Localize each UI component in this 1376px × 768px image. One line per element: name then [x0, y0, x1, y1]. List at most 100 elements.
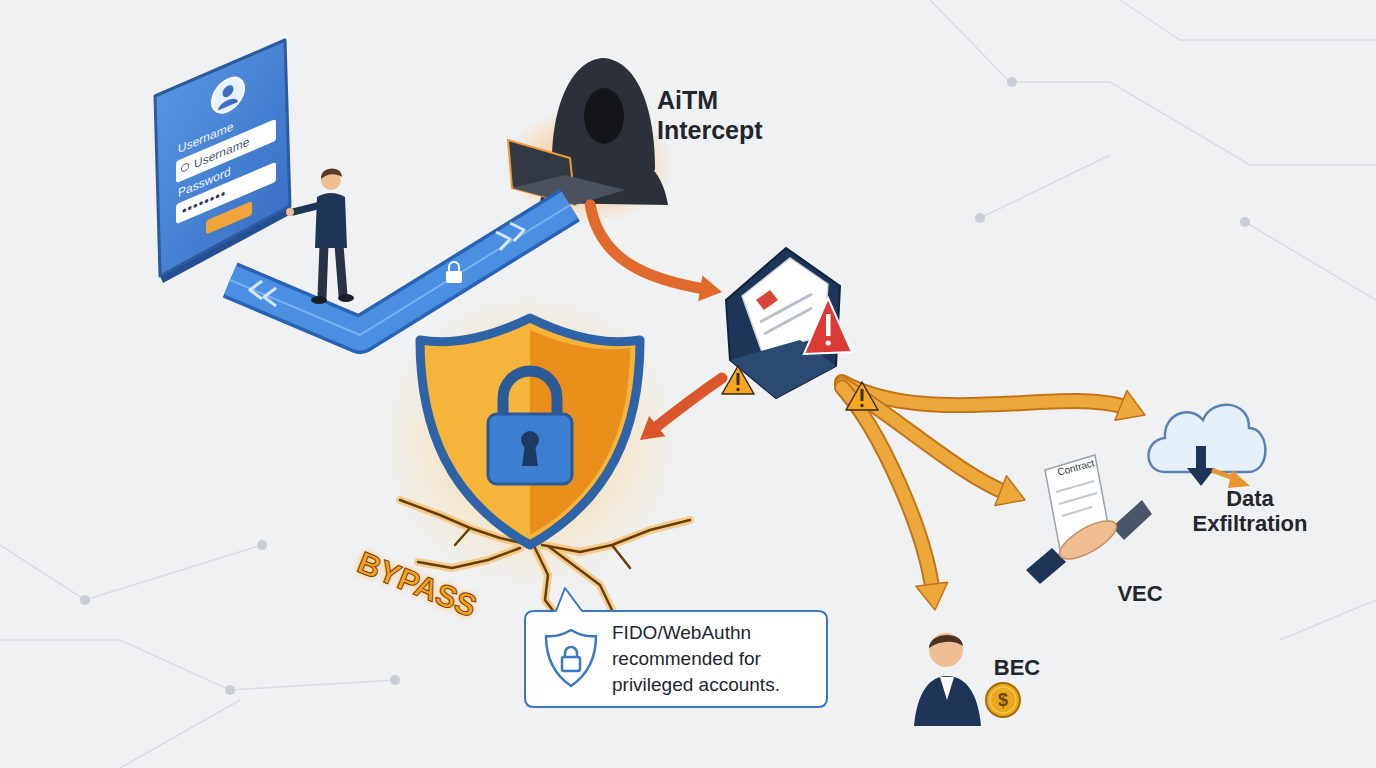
coin-rim [990, 687, 1016, 713]
circuit-dot [975, 213, 985, 223]
arrow-head [995, 476, 1025, 506]
arrow-head [698, 276, 722, 302]
lock-shackle [449, 262, 459, 272]
connector-outline [842, 387, 933, 592]
shield-glow [380, 290, 680, 590]
shield-body [420, 318, 640, 545]
coin [986, 683, 1020, 717]
connector [640, 378, 722, 440]
circuit-line [120, 700, 240, 768]
crack-line [612, 545, 630, 568]
arrow-head [640, 416, 665, 440]
user-figure [286, 169, 354, 304]
circuit-dot [257, 540, 267, 550]
lock-body [562, 657, 580, 671]
attacker-node: AiTM Intercept [505, 55, 795, 205]
outcome-label: Data Exfiltration [1175, 486, 1325, 536]
warning-mark [737, 373, 740, 385]
alert-mark [826, 314, 831, 336]
download-head [1187, 468, 1215, 486]
circuit-dots [80, 77, 1250, 695]
panel-face [155, 40, 290, 276]
circuit-line [1245, 222, 1376, 300]
laptop-base [512, 175, 625, 205]
chevron [510, 223, 524, 241]
circuit-line [1280, 600, 1376, 640]
login-panel: UsernameUsernamePassword•••••••• [152, 36, 294, 280]
circuit-dot [225, 685, 235, 695]
vec-node: ContractVEC [1025, 450, 1175, 615]
circuit-dot [1007, 77, 1017, 87]
letter-icon [756, 290, 778, 310]
warning-triangle [722, 366, 754, 394]
warning-shape [722, 366, 754, 394]
hair [321, 169, 342, 179]
crack-line [418, 548, 520, 568]
avatar-head [223, 83, 234, 99]
callout-box: FIDO/WebAuthn recommended for privileged… [524, 610, 828, 708]
connector [230, 205, 570, 335]
shield-icon [546, 630, 596, 686]
avatar [210, 69, 246, 120]
belt-surface [230, 205, 570, 335]
lock-shackle [565, 647, 577, 657]
crack-line [455, 528, 470, 545]
avatar-body [218, 96, 238, 110]
callout-box [525, 588, 827, 707]
leg [339, 245, 343, 295]
bypass-label: BYPASS [345, 542, 488, 628]
crack-glow-line [548, 546, 612, 610]
shoe [338, 294, 354, 302]
shirt [940, 677, 954, 700]
sleeve-right [1112, 500, 1152, 540]
leg [322, 245, 324, 297]
exfiltration-node: Data Exfiltration [1145, 390, 1320, 540]
handshake [1054, 514, 1121, 567]
warning-mark [861, 389, 864, 401]
head [929, 633, 963, 667]
contract-line [1059, 493, 1097, 504]
warning-dot [736, 388, 739, 391]
crack-glow-line [418, 548, 520, 568]
letter-line [764, 308, 812, 334]
panel-content: UsernameUsernamePassword•••••••• [160, 43, 290, 273]
download-shaft [1196, 446, 1206, 470]
connector [590, 205, 722, 301]
cloud-shape [1149, 405, 1266, 472]
arrow-head [916, 582, 948, 610]
document-title: Contract [1050, 456, 1101, 481]
email-node [722, 242, 842, 400]
chevron [496, 232, 510, 250]
circuit-dot [1240, 217, 1250, 227]
warning-shape [846, 382, 878, 410]
belt-highlight [230, 205, 570, 335]
circuit-line [930, 0, 1376, 165]
face-shadow [584, 88, 624, 144]
contract-line [1056, 481, 1094, 492]
callout-text: FIDO/WebAuthn recommended for privileged… [612, 620, 817, 698]
outcome-label: BEC [987, 655, 1047, 681]
circuit-line [980, 155, 1110, 218]
padlock-body [488, 414, 572, 484]
letter-line [760, 294, 812, 322]
alert-dot [826, 340, 831, 345]
vendor-illustration [1026, 455, 1152, 584]
belt-edge [230, 205, 570, 335]
bec-node: $BEC [915, 610, 1050, 725]
chevron [264, 288, 276, 306]
arrow-head [1115, 391, 1145, 421]
torso [315, 193, 347, 248]
alert-triangle [804, 298, 852, 354]
avatar-ring [212, 72, 244, 118]
outcome-label: VEC [1110, 581, 1170, 607]
circuit-dot [80, 595, 90, 605]
connector [842, 384, 1025, 505]
crack-line [548, 546, 612, 610]
circuit-dot [390, 675, 400, 685]
circuit-line [0, 640, 395, 690]
head [321, 170, 341, 190]
circuit-line [0, 545, 262, 600]
chevron [250, 281, 262, 299]
